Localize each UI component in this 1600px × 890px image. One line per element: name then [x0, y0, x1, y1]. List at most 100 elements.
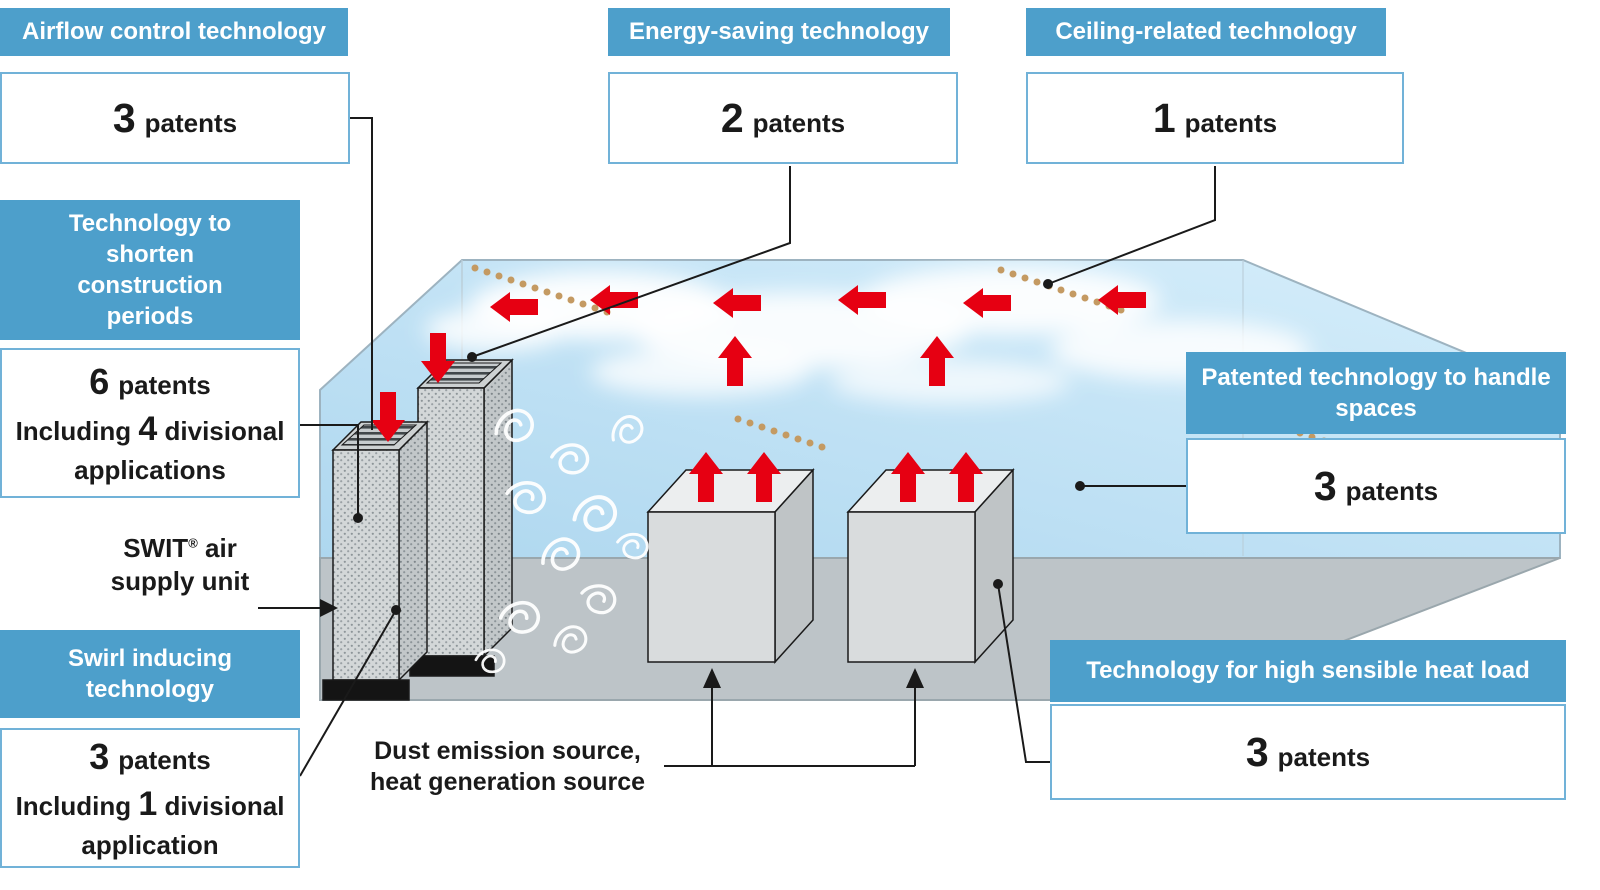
energy-patent-unit: patents: [752, 107, 846, 138]
red-left-arrow: [838, 285, 886, 315]
dust-dot: [531, 284, 539, 292]
energy-patent-count: 2: [720, 94, 744, 141]
swirl-connector: [299, 609, 397, 777]
connector-dot: [353, 513, 363, 523]
unit-base: [322, 679, 410, 701]
dust-dot: [1033, 278, 1041, 286]
red-up-arrow: [718, 336, 752, 386]
heat-tech-header: Technology for high sensible heat load: [1050, 640, 1566, 702]
red-down-arrow: [371, 392, 405, 442]
airflow-patent-box: 3 patents: [0, 72, 350, 164]
connector-dot: [993, 579, 1003, 589]
dust-dot: [483, 268, 491, 276]
connector-dot: [1075, 481, 1085, 491]
dust-dot: [806, 439, 814, 447]
dust-dot: [1021, 274, 1029, 282]
heat-patent-box: 3 patents: [1050, 704, 1566, 800]
machine-left: [646, 468, 815, 664]
red-up-arrow: [747, 452, 781, 502]
red-up-arrow: [891, 452, 925, 502]
red-left-arrow: [1098, 285, 1146, 315]
construction-connector: [300, 424, 359, 518]
heat-connector: [997, 583, 1052, 763]
airflow-tech-title: Airflow control technology: [22, 18, 326, 46]
red-left-arrow: [963, 288, 1011, 318]
red-left-arrow: [590, 285, 638, 315]
red-left-arrow: [713, 288, 761, 318]
construction-tech-title: Technology to shorten construction perio…: [68, 209, 232, 331]
airflow-arrows: [371, 285, 1146, 502]
swirl-divisional-note: Including 1 divisional application: [15, 784, 285, 860]
heat-patent-count: 3: [1245, 728, 1269, 775]
dust-dot: [495, 272, 503, 280]
swirl-patent-box: 3 patents Including 1 divisional applica…: [0, 728, 300, 868]
swirl-tech-header: Swirl inducing technology: [0, 630, 300, 718]
dust-dot: [555, 292, 563, 300]
construction-tech-header: Technology to shorten construction perio…: [0, 200, 300, 340]
airflow-tech-header: Airflow control technology: [0, 8, 348, 56]
dust-dot: [507, 276, 515, 284]
swirl-tech-title: Swirl inducing technology: [67, 644, 232, 703]
heat-patent-unit: patents: [1277, 741, 1371, 772]
dust-dot: [579, 300, 587, 308]
air-supply-unit-front: [322, 420, 429, 701]
spaces-tech-header: Patented technology to handle spaces: [1186, 352, 1566, 434]
dust-dot: [758, 423, 766, 431]
dust-dot: [1069, 290, 1077, 298]
heat-tech-title: Technology for high sensible heat load: [1086, 657, 1530, 685]
ceiling-tech-header: Ceiling-related technology: [1026, 8, 1386, 56]
dust-dot: [567, 296, 575, 304]
swirl-patent-count: 3: [89, 736, 110, 778]
ceiling-tech-title: Ceiling-related technology: [1055, 18, 1357, 46]
construction-patent-box: 6 patents Including 4 divisional applica…: [0, 348, 300, 498]
dust-dot: [471, 264, 479, 272]
supply-grille: [340, 424, 418, 446]
spaces-patent-unit: patents: [1345, 475, 1439, 506]
swit-pointer-arrowhead: [320, 599, 338, 617]
dust-dot: [997, 266, 1005, 274]
dust-dot: [1009, 270, 1017, 278]
airflow-connector: [350, 117, 373, 430]
swit-unit-label: SWIT® air supply unit: [110, 533, 250, 596]
machine-right: [846, 468, 1015, 664]
connector-dot: [1043, 279, 1053, 289]
dust-source-label: Dust emission source, heat generation so…: [369, 737, 646, 797]
dust-dot: [1117, 306, 1125, 314]
red-up-arrow: [920, 336, 954, 386]
airflow-patent-unit: patents: [144, 107, 238, 138]
energy-connector: [471, 166, 791, 358]
construction-divisional-note: Including 4 divisional applications: [15, 409, 285, 485]
red-up-arrow: [689, 452, 723, 502]
dust-dot: [1081, 294, 1089, 302]
ceiling-patent-count: 1: [1152, 94, 1176, 141]
dust-dot: [591, 304, 599, 312]
red-up-arrow: [949, 452, 983, 502]
dust-dot: [770, 427, 778, 435]
ceiling-connector: [1047, 166, 1216, 285]
energy-tech-title: Energy-saving technology: [628, 18, 930, 46]
energy-tech-header: Energy-saving technology: [608, 8, 950, 56]
dust-dot: [818, 443, 826, 451]
dust-dot: [1057, 286, 1065, 294]
ceiling-patent-unit: patents: [1184, 107, 1278, 138]
dust-dot: [782, 431, 790, 439]
dust-dot: [734, 415, 742, 423]
spaces-tech-title: Patented technology to handle spaces: [1201, 363, 1551, 422]
construction-patent-count: 6: [89, 361, 110, 403]
connector-dot: [391, 605, 401, 615]
energy-patent-box: 2 patents: [608, 72, 958, 164]
unit-base: [409, 655, 495, 677]
swirl-patent-unit: patents: [118, 745, 211, 776]
connector-dot: [467, 352, 477, 362]
airflow-patent-count: 3: [112, 94, 136, 141]
dust-dot: [543, 288, 551, 296]
registered-mark: ®: [188, 535, 198, 551]
spaces-patent-box: 3 patents: [1186, 438, 1566, 534]
dust-arrowhead-right: [906, 668, 924, 688]
red-down-arrow: [421, 333, 455, 383]
dust-arrowhead-left: [703, 668, 721, 688]
dust-dot: [794, 435, 802, 443]
ceiling-patent-box: 1 patents: [1026, 72, 1404, 164]
callout-connectors: [258, 117, 1216, 777]
